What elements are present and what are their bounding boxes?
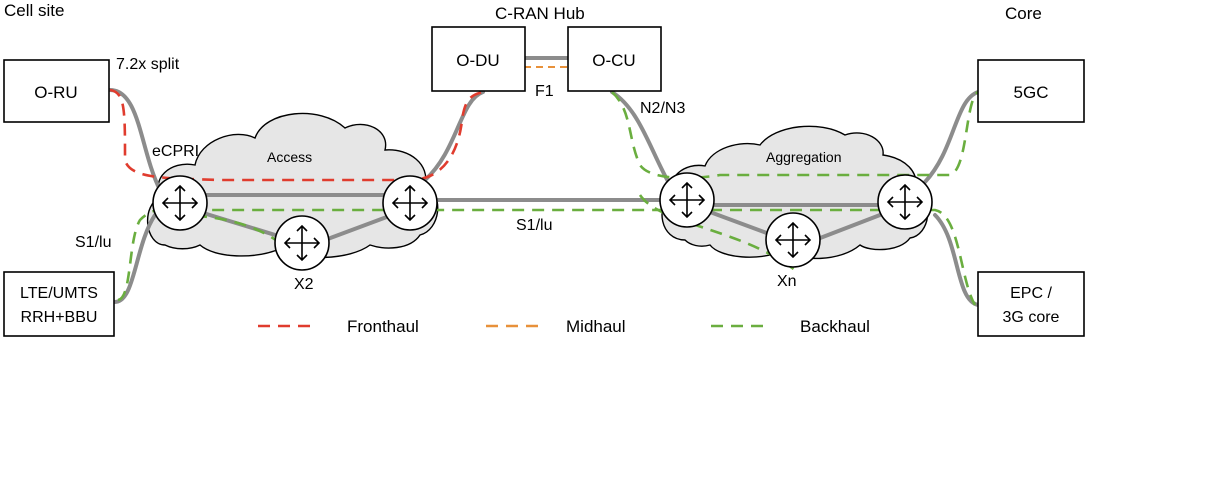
lte-umts-label-line2: RRH+BBU [21,309,98,326]
o-cu-label: O-CU [592,51,635,70]
legend-backhaul-label: Backhaul [800,317,870,336]
epc-label-line1: EPC / [1010,285,1052,302]
5gc-label: 5GC [1014,83,1049,102]
epc-node: EPC / 3G core [977,271,1085,337]
n2n3-label: N2/N3 [640,100,685,117]
s1lu-left-label: S1/lu [75,234,111,251]
s1lu-mid-label: S1/lu [516,217,552,234]
router-icon [765,212,821,268]
fronthaul-path [109,88,484,182]
o-ru-label: O-RU [34,83,77,102]
access-cloud-label: Access [267,149,312,165]
o-du-label: O-DU [456,51,499,70]
cran-hub-header: C-RAN Hub [495,4,585,23]
o-ru-node: O-RU [3,59,110,123]
legend: Fronthaul Midhaul Backhaul [258,317,870,336]
legend-fronthaul-label: Fronthaul [347,317,419,336]
epc-label-line2: 3G core [1003,309,1060,326]
legend-midhaul-label: Midhaul [566,317,626,336]
o-du-node: O-DU [431,26,526,92]
f1-label: F1 [535,83,554,100]
router-icon [877,174,933,230]
router-icon [274,215,330,271]
cell-site-header: Cell site [4,1,64,20]
core-header: Core [1005,4,1042,23]
router-icon [659,172,715,228]
split-label: 7.2x split [116,56,180,73]
aggregation-cloud-label: Aggregation [766,149,842,165]
router-icon [382,175,438,231]
physical-links [108,56,980,307]
x2-label: X2 [294,276,314,293]
5gc-node: 5GC [977,59,1085,123]
ecpri-label: eCPRI [152,143,199,160]
router-icon [152,175,208,231]
aggregation-cloud: Aggregation [661,125,929,260]
lte-umts-label-line1: LTE/UMTS [20,285,98,302]
xn-label: Xn [777,273,797,290]
o-cu-node: O-CU [567,26,662,92]
lte-umts-node: LTE/UMTS RRH+BBU [3,271,115,337]
